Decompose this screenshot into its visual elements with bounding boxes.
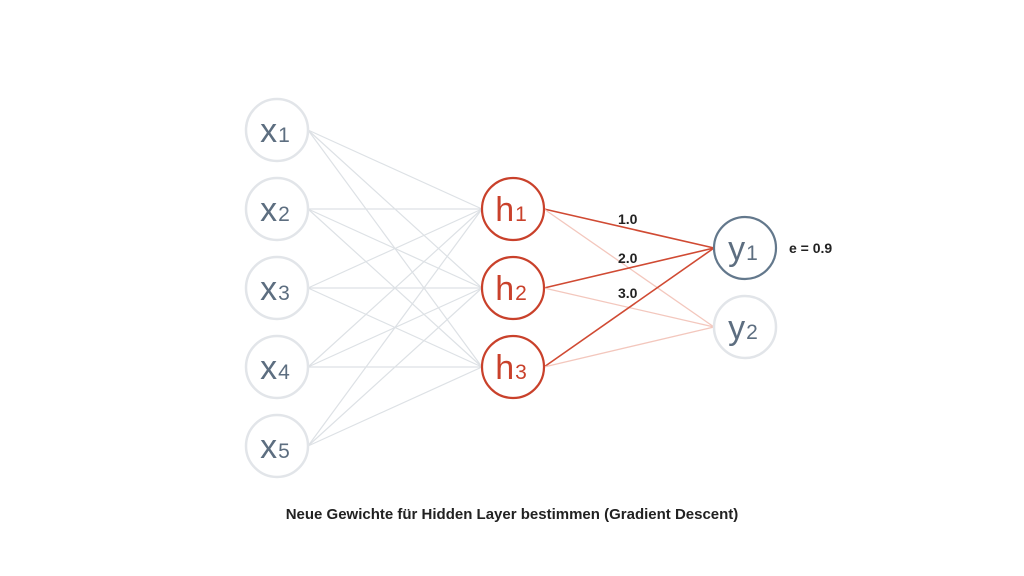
input-node-x1: x1 xyxy=(244,97,310,163)
input-node-x2: x2 xyxy=(244,176,310,242)
input-node-x2-label: x2 xyxy=(260,191,290,229)
edge-x3-h1 xyxy=(307,208,483,289)
output-node-y2-circle xyxy=(712,294,778,360)
input-node-x5-circle xyxy=(244,413,310,479)
edge-h2-y1 xyxy=(543,247,715,289)
output-node-y2: y2 xyxy=(712,294,778,360)
hidden-node-h2-label: h2 xyxy=(495,270,527,308)
input-node-x3-circle xyxy=(244,255,310,321)
output-node-y1: y1 xyxy=(712,215,778,281)
diagram-caption: Neue Gewichte für Hidden Layer bestimmen… xyxy=(285,506,739,523)
output-node-y2-label: y2 xyxy=(728,309,758,347)
input-node-x5-label: x5 xyxy=(260,428,290,466)
hidden-node-h1-circle xyxy=(480,176,546,242)
hidden-node-h1-label: h1 xyxy=(495,191,527,229)
input-node-x4-label: x4 xyxy=(260,349,290,387)
input-node-x4-circle xyxy=(244,334,310,400)
error-label: e = 0.9 xyxy=(789,240,832,256)
edge-x5-h3 xyxy=(307,366,483,447)
input-node-x2-circle xyxy=(244,176,310,242)
output-node-y1-circle xyxy=(712,215,778,281)
edges-layer xyxy=(307,129,715,447)
input-node-x3: x3 xyxy=(244,255,310,321)
weight-label-3: 3.0 xyxy=(618,285,638,301)
hidden-node-h2-circle xyxy=(480,255,546,321)
edge-h3-y2 xyxy=(543,326,715,368)
edge-h1-y1 xyxy=(543,208,715,249)
edge-x5-h1 xyxy=(307,208,483,447)
hidden-node-h3-circle xyxy=(480,334,546,400)
hidden-node-h2: h2 xyxy=(480,255,546,321)
edge-x4-h1 xyxy=(307,208,483,368)
output-node-y1-label: y1 xyxy=(728,230,758,268)
labels-layer: 1.0 2.0 3.0 e = 0.9 xyxy=(618,211,832,301)
input-node-x5: x5 xyxy=(244,413,310,479)
edge-x1-h1 xyxy=(307,129,483,210)
hidden-node-h3: h3 xyxy=(480,334,546,400)
weight-label-2: 2.0 xyxy=(618,250,638,266)
nodes-layer: x1 x2 x3 x4 x5 h1 h2 h3 y1 y2 xyxy=(244,97,778,479)
weight-label-1: 1.0 xyxy=(618,211,638,227)
hidden-node-h1: h1 xyxy=(480,176,546,242)
edge-x5-h2 xyxy=(307,287,483,447)
input-node-x1-label: x1 xyxy=(260,112,290,150)
input-node-x1-circle xyxy=(244,97,310,163)
hidden-node-h3-label: h3 xyxy=(495,349,527,387)
input-node-x4: x4 xyxy=(244,334,310,400)
input-node-x3-label: x3 xyxy=(260,270,290,308)
edge-h3-y1 xyxy=(543,247,715,368)
